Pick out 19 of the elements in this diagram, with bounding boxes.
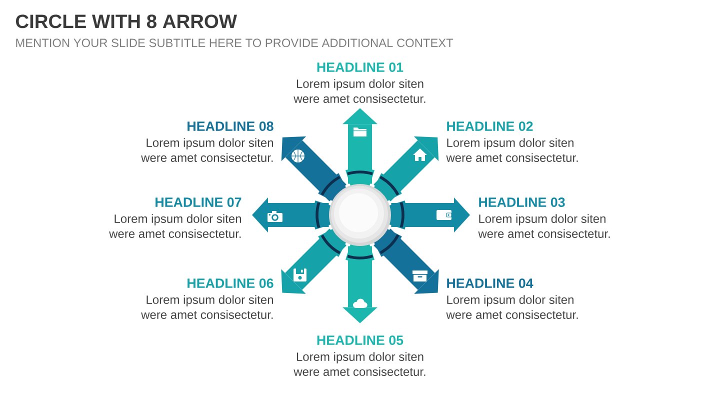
center-circle (329, 184, 391, 246)
headline: HEADLINE 05 (317, 336, 404, 345)
headline: HEADLINE 06 (188, 278, 274, 288)
body-text: Lorem ipsum dolor siten were amet consisectetur. (478, 214, 610, 238)
headline: HEADLINE 02 (447, 122, 533, 131)
headline: HEADLINE 03 (479, 198, 565, 208)
headline: HEADLINE 01 (317, 62, 404, 72)
body-text: Lorem ipsum dolor siten were amet consisectetur. (446, 138, 578, 162)
body-text: Lorem ipsum dolor siten were amet consisectetur. (141, 295, 273, 319)
body-text: Lorem ipsum dolor siten were amet consisectetur. (109, 214, 241, 238)
headline: HEADLINE 07 (156, 198, 242, 207)
body-text: Lorem ipsum dolor siten were amet consisectetur. (294, 79, 426, 103)
body-text: Lorem ipsum dolor siten were amet consisectetur. (294, 352, 426, 376)
headline: HEADLINE 08 (188, 122, 274, 131)
subtitle: MENTION YOUR SLIDE SUBTITLE HERE TO PROVIDE ADDITIONAL CONTEXT (16, 38, 454, 48)
title: CIRCLE WITH 8 ARROW (16, 14, 237, 28)
headline: HEADLINE 04 (447, 278, 534, 288)
body-text: Lorem ipsum dolor siten were amet consisectetur. (446, 295, 578, 319)
body-text: Lorem ipsum dolor siten were amet consisectetur. (141, 138, 273, 162)
